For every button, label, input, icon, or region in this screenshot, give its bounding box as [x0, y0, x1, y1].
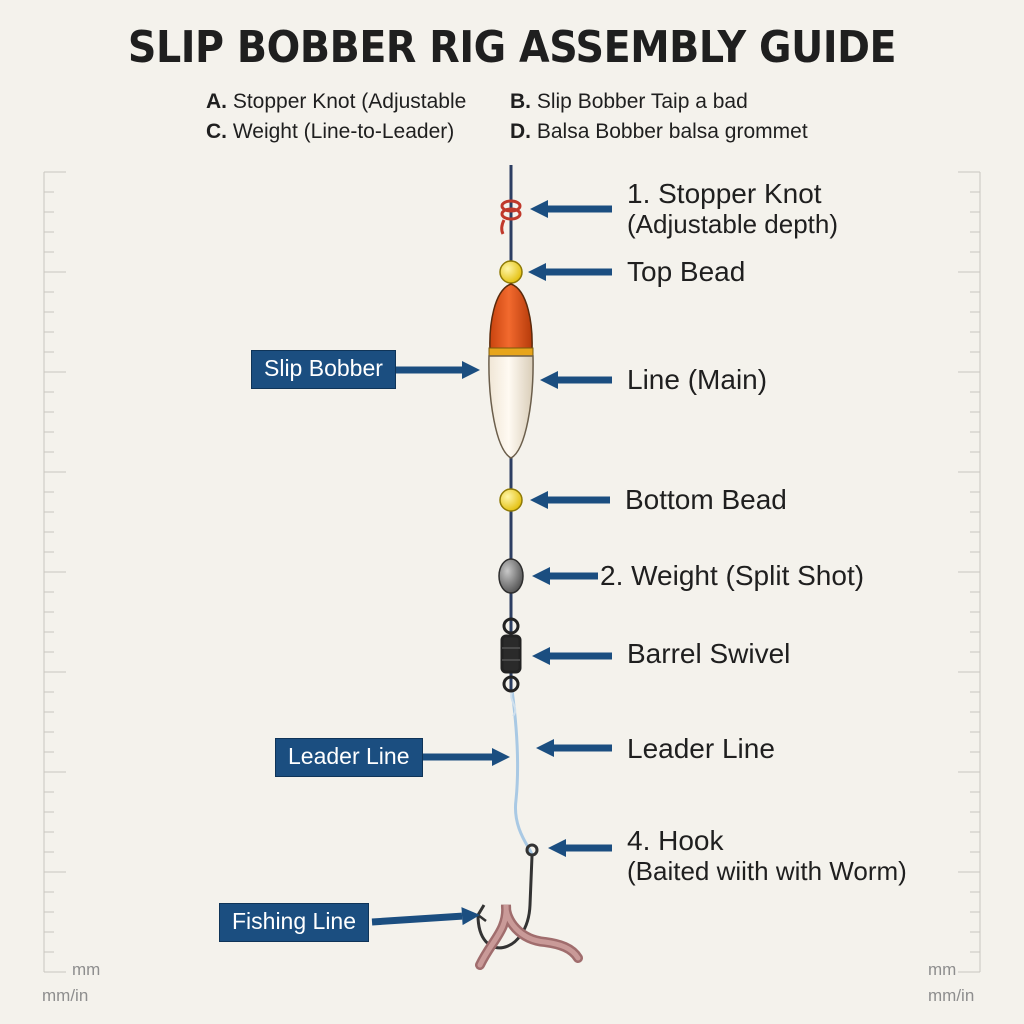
label-leader-line: Leader Line [627, 733, 775, 764]
callout-arrow-head [530, 491, 548, 509]
ruler-left-unit-top: mm [72, 960, 101, 979]
label-bottom-bead: Bottom Bead [625, 484, 787, 515]
legend-item-c: C. Weight (Line-to-Leader) [206, 120, 455, 143]
legend-item-d: D. Balsa Bobber balsa grommet [510, 120, 808, 143]
label-main-line: Line (Main) [627, 364, 768, 395]
box-slip-bobber: Slip Bobber [251, 350, 396, 389]
callout-arrow-head [536, 739, 554, 757]
label-weight: 2. Weight (Split Shot) [600, 560, 865, 591]
barrel-swivel [500, 617, 522, 693]
callout-arrow-head [532, 647, 550, 665]
ruler-right [958, 171, 981, 973]
ruler-left [43, 171, 66, 973]
callout-arrow-head [532, 567, 550, 585]
legend-item-a: A. Stopper Knot (Adjustable [206, 90, 467, 113]
leader-line [510, 689, 534, 856]
callout-arrow-head [462, 361, 480, 379]
label-stopper-knot: 1. Stopper Knot (Adjustable depth) [627, 178, 839, 240]
bottom-bead [499, 488, 523, 512]
page-title: SLIP BOBBER RIG ASSEMBLY GUIDE [127, 22, 897, 73]
slip-bobber [488, 283, 534, 459]
split-shot [498, 558, 524, 594]
ruler-left-unit-bottom: mm/in [42, 986, 89, 1005]
box-leader-line: Leader Line [275, 738, 423, 777]
callout-arrow-shaft [371, 912, 463, 926]
label-hook: 4. Hook (Baited wiith with Worm) [627, 825, 907, 887]
worm [475, 904, 583, 970]
box-fishing-line: Fishing Line [219, 903, 370, 942]
top-bead [499, 260, 523, 284]
stopper-knot [500, 199, 522, 235]
ruler-right-unit-bottom: mm/in [928, 986, 975, 1005]
label-top-bead: Top Bead [627, 256, 746, 287]
callout-arrows [371, 200, 612, 926]
callout-arrow-head [492, 748, 510, 766]
callout-arrow-head [461, 907, 480, 926]
callout-arrow-head [548, 839, 566, 857]
ruler-right-unit-top: mm [928, 960, 957, 979]
label-barrel-swivel: Barrel Swivel [627, 638, 791, 669]
callout-arrow-head [528, 263, 546, 281]
callout-arrow-head [540, 371, 558, 389]
hook [476, 843, 539, 950]
legend-item-b: B. Slip Bobber Taip a bad [510, 90, 748, 113]
callout-arrow-head [530, 200, 548, 218]
